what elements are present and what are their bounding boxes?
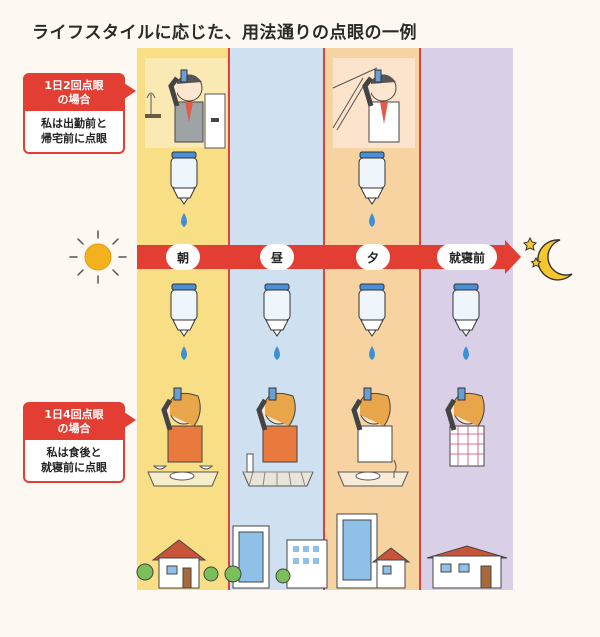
label-morning: 朝 bbox=[166, 244, 200, 270]
callout-body: 私は食後と 就寝前に点眼 bbox=[41, 446, 107, 474]
twice-daily-callout: 1日2回点眼 の場合 私は出勤前と 帰宅前に点眼 bbox=[23, 73, 136, 154]
column-divider bbox=[323, 48, 325, 590]
house-icon bbox=[151, 539, 207, 589]
water-drop-icon bbox=[369, 213, 375, 227]
callout-heading: 1日2回点眼 の場合 bbox=[25, 75, 123, 111]
town-skyline bbox=[136, 513, 508, 589]
tree-icon bbox=[224, 565, 242, 583]
man-applying-drops-morning bbox=[145, 58, 227, 149]
page-title: ライフスタイルに応じた、用法通りの点眼の一例 bbox=[32, 23, 417, 43]
label-noon: 昼 bbox=[260, 244, 294, 270]
tree-icon bbox=[275, 568, 291, 584]
sun-icon bbox=[69, 230, 127, 284]
callout-heading: 1日4回点眼 の場合 bbox=[25, 404, 123, 440]
eye-drop-bottle-icon bbox=[263, 283, 291, 337]
column-divider bbox=[228, 48, 230, 590]
house-icon bbox=[426, 545, 508, 589]
woman-applying-drops-evening bbox=[337, 387, 409, 487]
water-drop-icon bbox=[274, 346, 280, 360]
woman-applying-drops-bedtime bbox=[445, 387, 485, 467]
water-drop-icon bbox=[181, 346, 187, 360]
moon-icon bbox=[523, 236, 573, 281]
water-drop-icon bbox=[181, 213, 187, 227]
timeline-arrow-head bbox=[505, 240, 521, 274]
eye-drop-bottle-icon bbox=[170, 283, 198, 337]
callout-pointer bbox=[124, 412, 136, 428]
woman-applying-drops-morning bbox=[147, 387, 219, 487]
eye-drop-bottle-icon bbox=[358, 151, 386, 205]
house-icon bbox=[371, 547, 411, 589]
tree-icon bbox=[203, 566, 219, 582]
eye-drop-bottle-icon bbox=[452, 283, 480, 337]
man-applying-drops-evening bbox=[332, 58, 415, 148]
label-evening: 夕 bbox=[356, 244, 390, 270]
four-times-daily-callout: 1日4回点眼 の場合 私は食後と 就寝前に点眼 bbox=[23, 402, 136, 483]
callout-body: 私は出勤前と 帰宅前に点眼 bbox=[41, 117, 107, 145]
water-drop-icon bbox=[369, 346, 375, 360]
callout-pointer bbox=[124, 83, 136, 99]
label-bedtime: 就寝前 bbox=[437, 244, 497, 270]
eye-drop-bottle-icon bbox=[170, 151, 198, 205]
woman-applying-drops-noon bbox=[242, 387, 314, 487]
tree-icon bbox=[136, 563, 154, 581]
water-drop-icon bbox=[463, 346, 469, 360]
eye-drop-bottle-icon bbox=[358, 283, 386, 337]
building-icon bbox=[232, 513, 378, 589]
column-divider bbox=[419, 48, 421, 590]
